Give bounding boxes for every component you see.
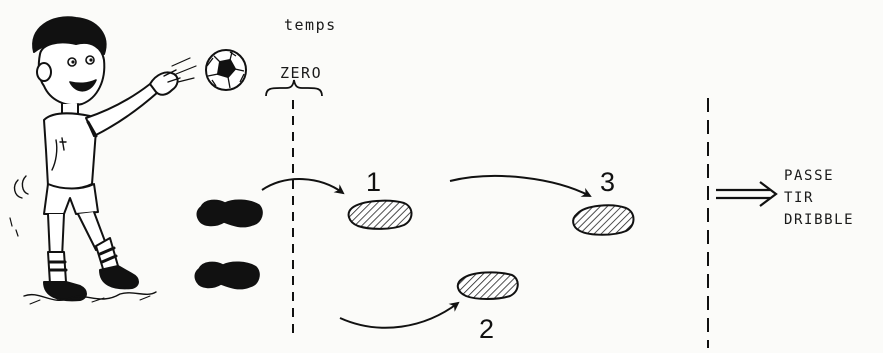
start-marker-top xyxy=(196,199,263,228)
arrow-to-3 xyxy=(449,174,592,197)
outcome-dribble: DRIBBLE xyxy=(784,212,855,228)
position-3-label: 3 xyxy=(600,167,616,197)
soccer-ball-icon xyxy=(205,49,247,91)
arrow-to-1 xyxy=(261,178,345,195)
outcome-shot: TIR xyxy=(784,190,815,206)
target-marker-3 xyxy=(572,204,635,236)
time-brace xyxy=(265,79,323,97)
target-marker-1 xyxy=(347,199,413,230)
time-label-bottom: ZERO xyxy=(280,64,323,82)
start-marker-bottom xyxy=(194,261,260,290)
position-2-label: 2 xyxy=(479,314,495,344)
time-label-top: temps xyxy=(284,16,337,34)
outcome-pass: PASSE xyxy=(784,168,835,184)
outcome-list: PASSE TIR DRIBBLE xyxy=(784,165,854,231)
target-marker-2 xyxy=(456,271,519,300)
arrow-to-2 xyxy=(339,301,460,329)
position-1-label: 1 xyxy=(366,167,382,197)
boy-throwing-ball-icon xyxy=(9,16,197,305)
double-arrow-icon xyxy=(716,181,778,207)
